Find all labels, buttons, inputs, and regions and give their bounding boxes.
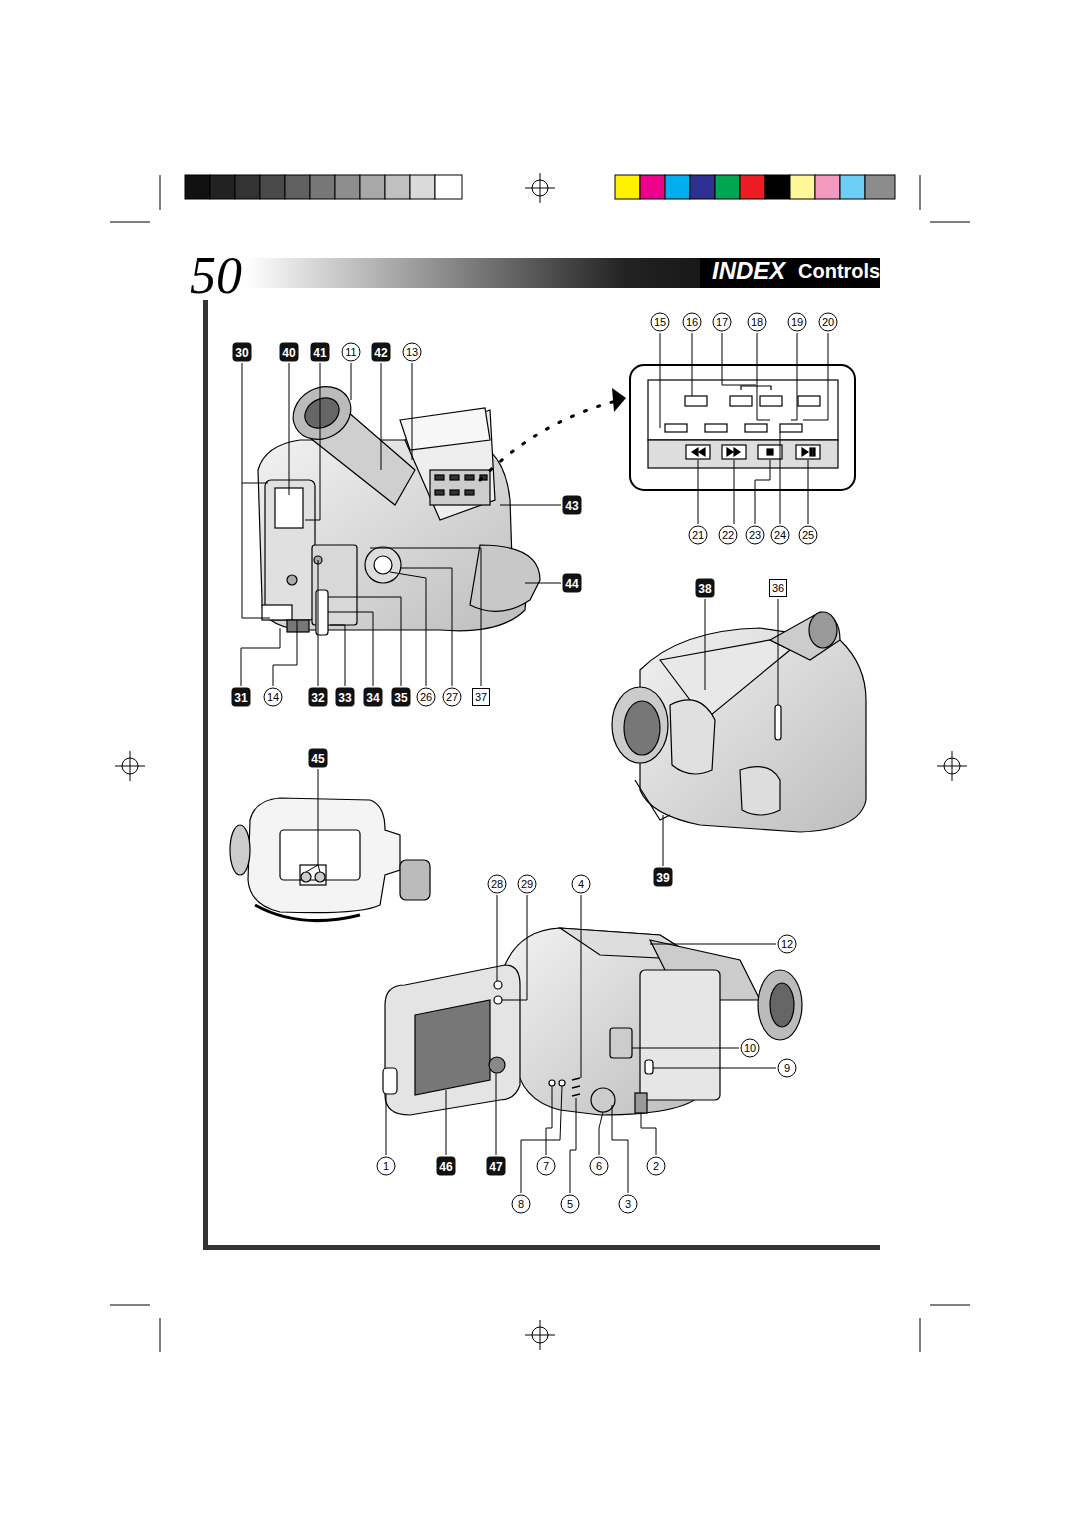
callout-number: 9 xyxy=(778,1059,797,1078)
page-number: 50 xyxy=(190,250,242,302)
frame-line xyxy=(203,1245,880,1250)
callout-number: 46 xyxy=(437,1157,456,1176)
callout-number: 41 xyxy=(311,343,330,362)
callout-number: 25 xyxy=(799,526,818,545)
callout-number: 19 xyxy=(788,313,807,332)
callout-number: 44 xyxy=(563,574,582,593)
callout-number: 16 xyxy=(683,313,702,332)
camcorder-lcd-open xyxy=(383,928,802,1115)
callout-number: 11 xyxy=(342,343,361,362)
callout-number: 30 xyxy=(233,343,252,362)
callout-number: 42 xyxy=(372,343,391,362)
dotted-pointer xyxy=(480,400,620,480)
callout-number: 20 xyxy=(819,313,838,332)
callout-number: 21 xyxy=(689,526,708,545)
callout-number: 35 xyxy=(392,688,411,707)
callout-number: 4 xyxy=(572,875,591,894)
callout-number: 40 xyxy=(280,343,299,362)
callout-number: 2 xyxy=(647,1157,666,1176)
callout-number: 17 xyxy=(713,313,732,332)
callout-number: 15 xyxy=(651,313,670,332)
callout-number: 23 xyxy=(746,526,765,545)
frame-line xyxy=(203,300,208,1250)
callout-number: 43 xyxy=(563,496,582,515)
callout-number: 36 xyxy=(769,579,787,597)
camcorder-front xyxy=(612,612,866,832)
callout-number: 33 xyxy=(336,688,355,707)
callout-number: 29 xyxy=(518,875,537,894)
control-panel xyxy=(630,365,855,490)
registration-marks xyxy=(110,173,970,1352)
header-bar xyxy=(700,258,880,288)
callout-number: 22 xyxy=(719,526,738,545)
color-bars xyxy=(615,175,895,199)
callout-number: 18 xyxy=(748,313,767,332)
callout-number: 24 xyxy=(771,526,790,545)
callout-number: 31 xyxy=(232,688,251,707)
callout-number: 38 xyxy=(696,579,715,598)
callout-number: 37 xyxy=(472,688,490,706)
callout-number: 6 xyxy=(590,1157,609,1176)
pointer-head xyxy=(612,388,626,412)
callout-number: 32 xyxy=(309,688,328,707)
callout-number: 3 xyxy=(619,1195,638,1214)
callout-number: 27 xyxy=(443,688,462,707)
callout-number: 47 xyxy=(487,1157,506,1176)
camcorder-side xyxy=(230,798,430,921)
section-title: Controls xyxy=(798,261,880,281)
callout-number: 39 xyxy=(654,868,673,887)
callout-number: 1 xyxy=(377,1157,396,1176)
callout-number: 8 xyxy=(512,1195,531,1214)
callout-number: 10 xyxy=(741,1039,760,1058)
callout-number: 13 xyxy=(403,343,422,362)
callout-number: 28 xyxy=(488,875,507,894)
callout-number: 7 xyxy=(537,1157,556,1176)
index-title: INDEX xyxy=(712,259,785,283)
callout-number: 12 xyxy=(778,935,797,954)
callout-number: 14 xyxy=(264,688,283,707)
leader-lines xyxy=(241,333,828,1193)
callout-number: 34 xyxy=(364,688,383,707)
camcorder-rear xyxy=(258,376,540,635)
callout-number: 26 xyxy=(417,688,436,707)
gray-bars xyxy=(185,175,462,199)
callout-number: 5 xyxy=(561,1195,580,1214)
header-bar xyxy=(245,258,880,288)
callout-number: 45 xyxy=(309,749,328,768)
